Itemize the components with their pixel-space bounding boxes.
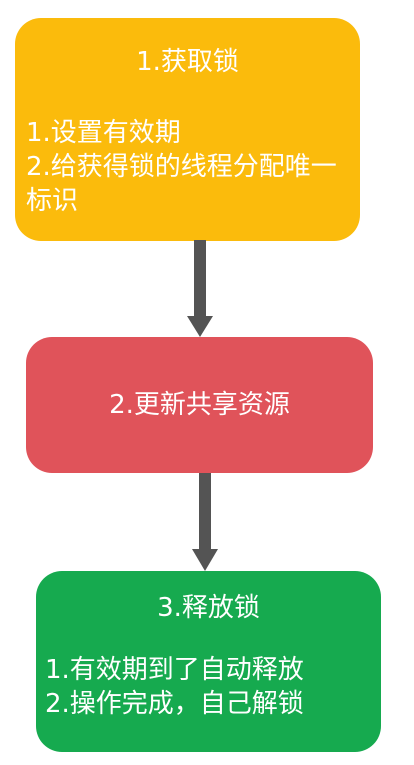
step-detail-item: 2.操作完成，自己解锁 [45,689,304,719]
step-update-resource-box: 2.更新共享资源 [26,337,373,473]
step-detail-item: 1.设置有效期 [26,118,181,148]
step-title: 3.释放锁 [157,593,260,623]
flow-arrow-down [192,473,218,571]
flow-arrow-down [187,240,213,337]
step-title: 1.获取锁 [136,47,239,77]
step-title: 2.更新共享资源 [109,390,290,420]
step-acquire-lock-box: 1.获取锁 1.设置有效期 2.给获得锁的线程分配唯一标识 [15,18,360,241]
step-detail-item: 2.给获得锁的线程分配唯一标识 [26,152,337,216]
step-release-lock-box: 3.释放锁 1.有效期到了自动释放 2.操作完成，自己解锁 [36,571,381,752]
step-details: 1.有效期到了自动释放 2.操作完成，自己解锁 [45,653,304,721]
step-detail-item: 1.有效期到了自动释放 [45,655,304,685]
step-details: 1.设置有效期 2.给获得锁的线程分配唯一标识 [26,116,352,218]
